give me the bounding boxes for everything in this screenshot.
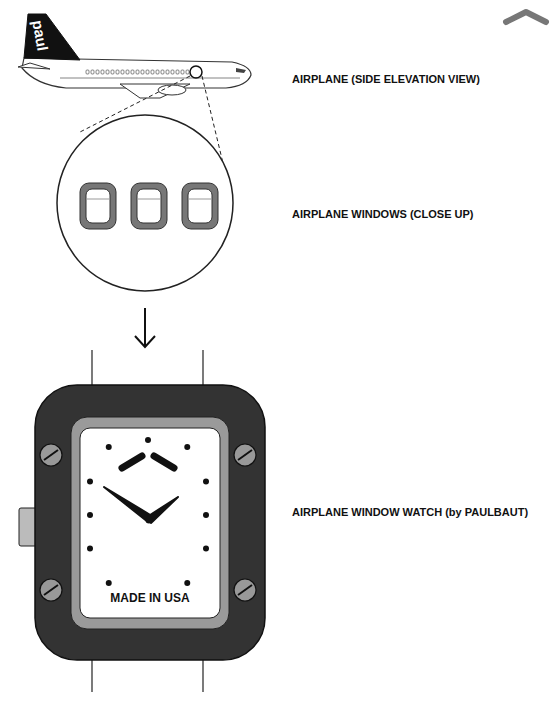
down-arrow: [135, 308, 155, 347]
logo-chevron: [506, 12, 546, 22]
caption: AIRPLANE WINDOWS (CLOSE UP): [292, 208, 474, 220]
dial-text: MADE IN USA: [110, 591, 189, 605]
tail-logo: paul: [30, 19, 50, 52]
watch: [19, 350, 265, 692]
caption: AIRPLANE WINDOW WATCH (by PAULBAUT): [292, 506, 528, 518]
caption: AIRPLANE (SIDE ELEVATION VIEW): [292, 73, 480, 85]
airplane: [18, 14, 251, 98]
watch-dial: MADE IN USA: [80, 428, 220, 618]
windows-closeup: [57, 115, 233, 291]
